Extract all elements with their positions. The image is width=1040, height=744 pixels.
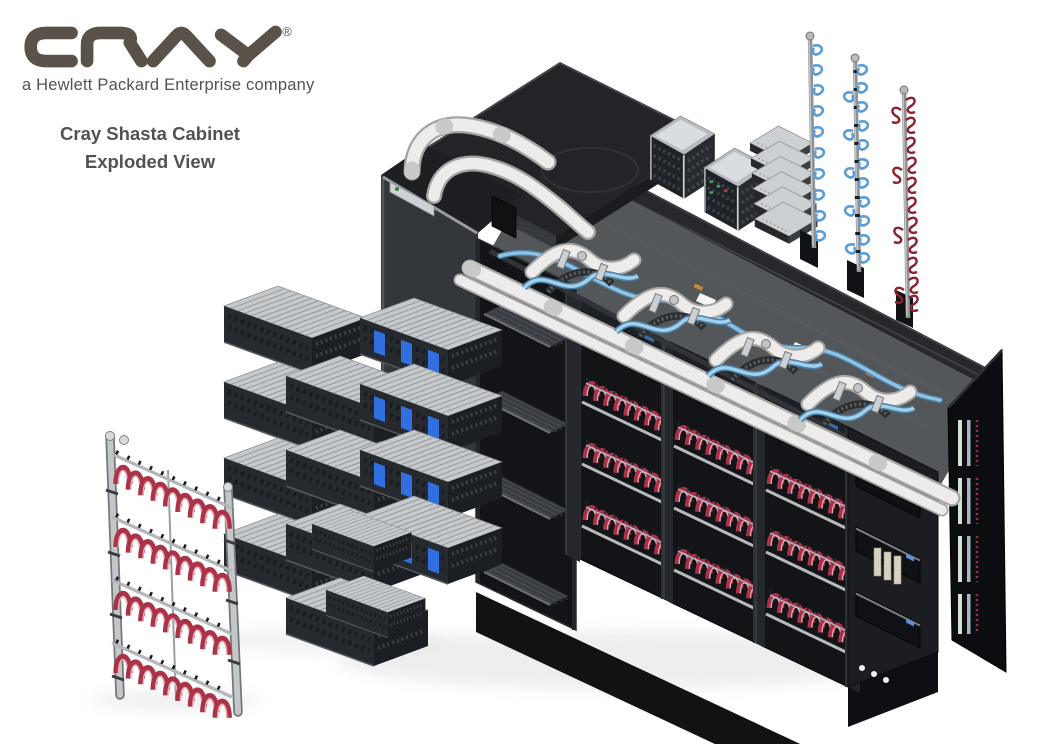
vertical-cable-tower-blue-2 bbox=[842, 53, 871, 298]
blanking-tray-stack bbox=[749, 125, 819, 245]
page-title: Cray Shasta Cabinet Exploded View bbox=[0, 120, 300, 176]
coolant-elbow-pipes bbox=[403, 116, 596, 240]
detached-side-door bbox=[947, 348, 1007, 673]
cabinet-base bbox=[476, 592, 938, 744]
vertical-cable-tower-red bbox=[890, 85, 920, 328]
cray-logo: ® bbox=[24, 25, 292, 68]
brand-tagline: a Hewlett Packard Enterprise company bbox=[22, 76, 315, 94]
title-line-2: Exploded View bbox=[84, 150, 216, 172]
registered-mark: ® bbox=[282, 25, 292, 39]
vertical-cable-tower-blue-1 bbox=[800, 31, 827, 268]
cable-harness-frame bbox=[105, 431, 243, 718]
rectifier-shelf-b bbox=[702, 146, 771, 233]
title-line-1: Cray Shasta Cabinet bbox=[60, 123, 240, 144]
